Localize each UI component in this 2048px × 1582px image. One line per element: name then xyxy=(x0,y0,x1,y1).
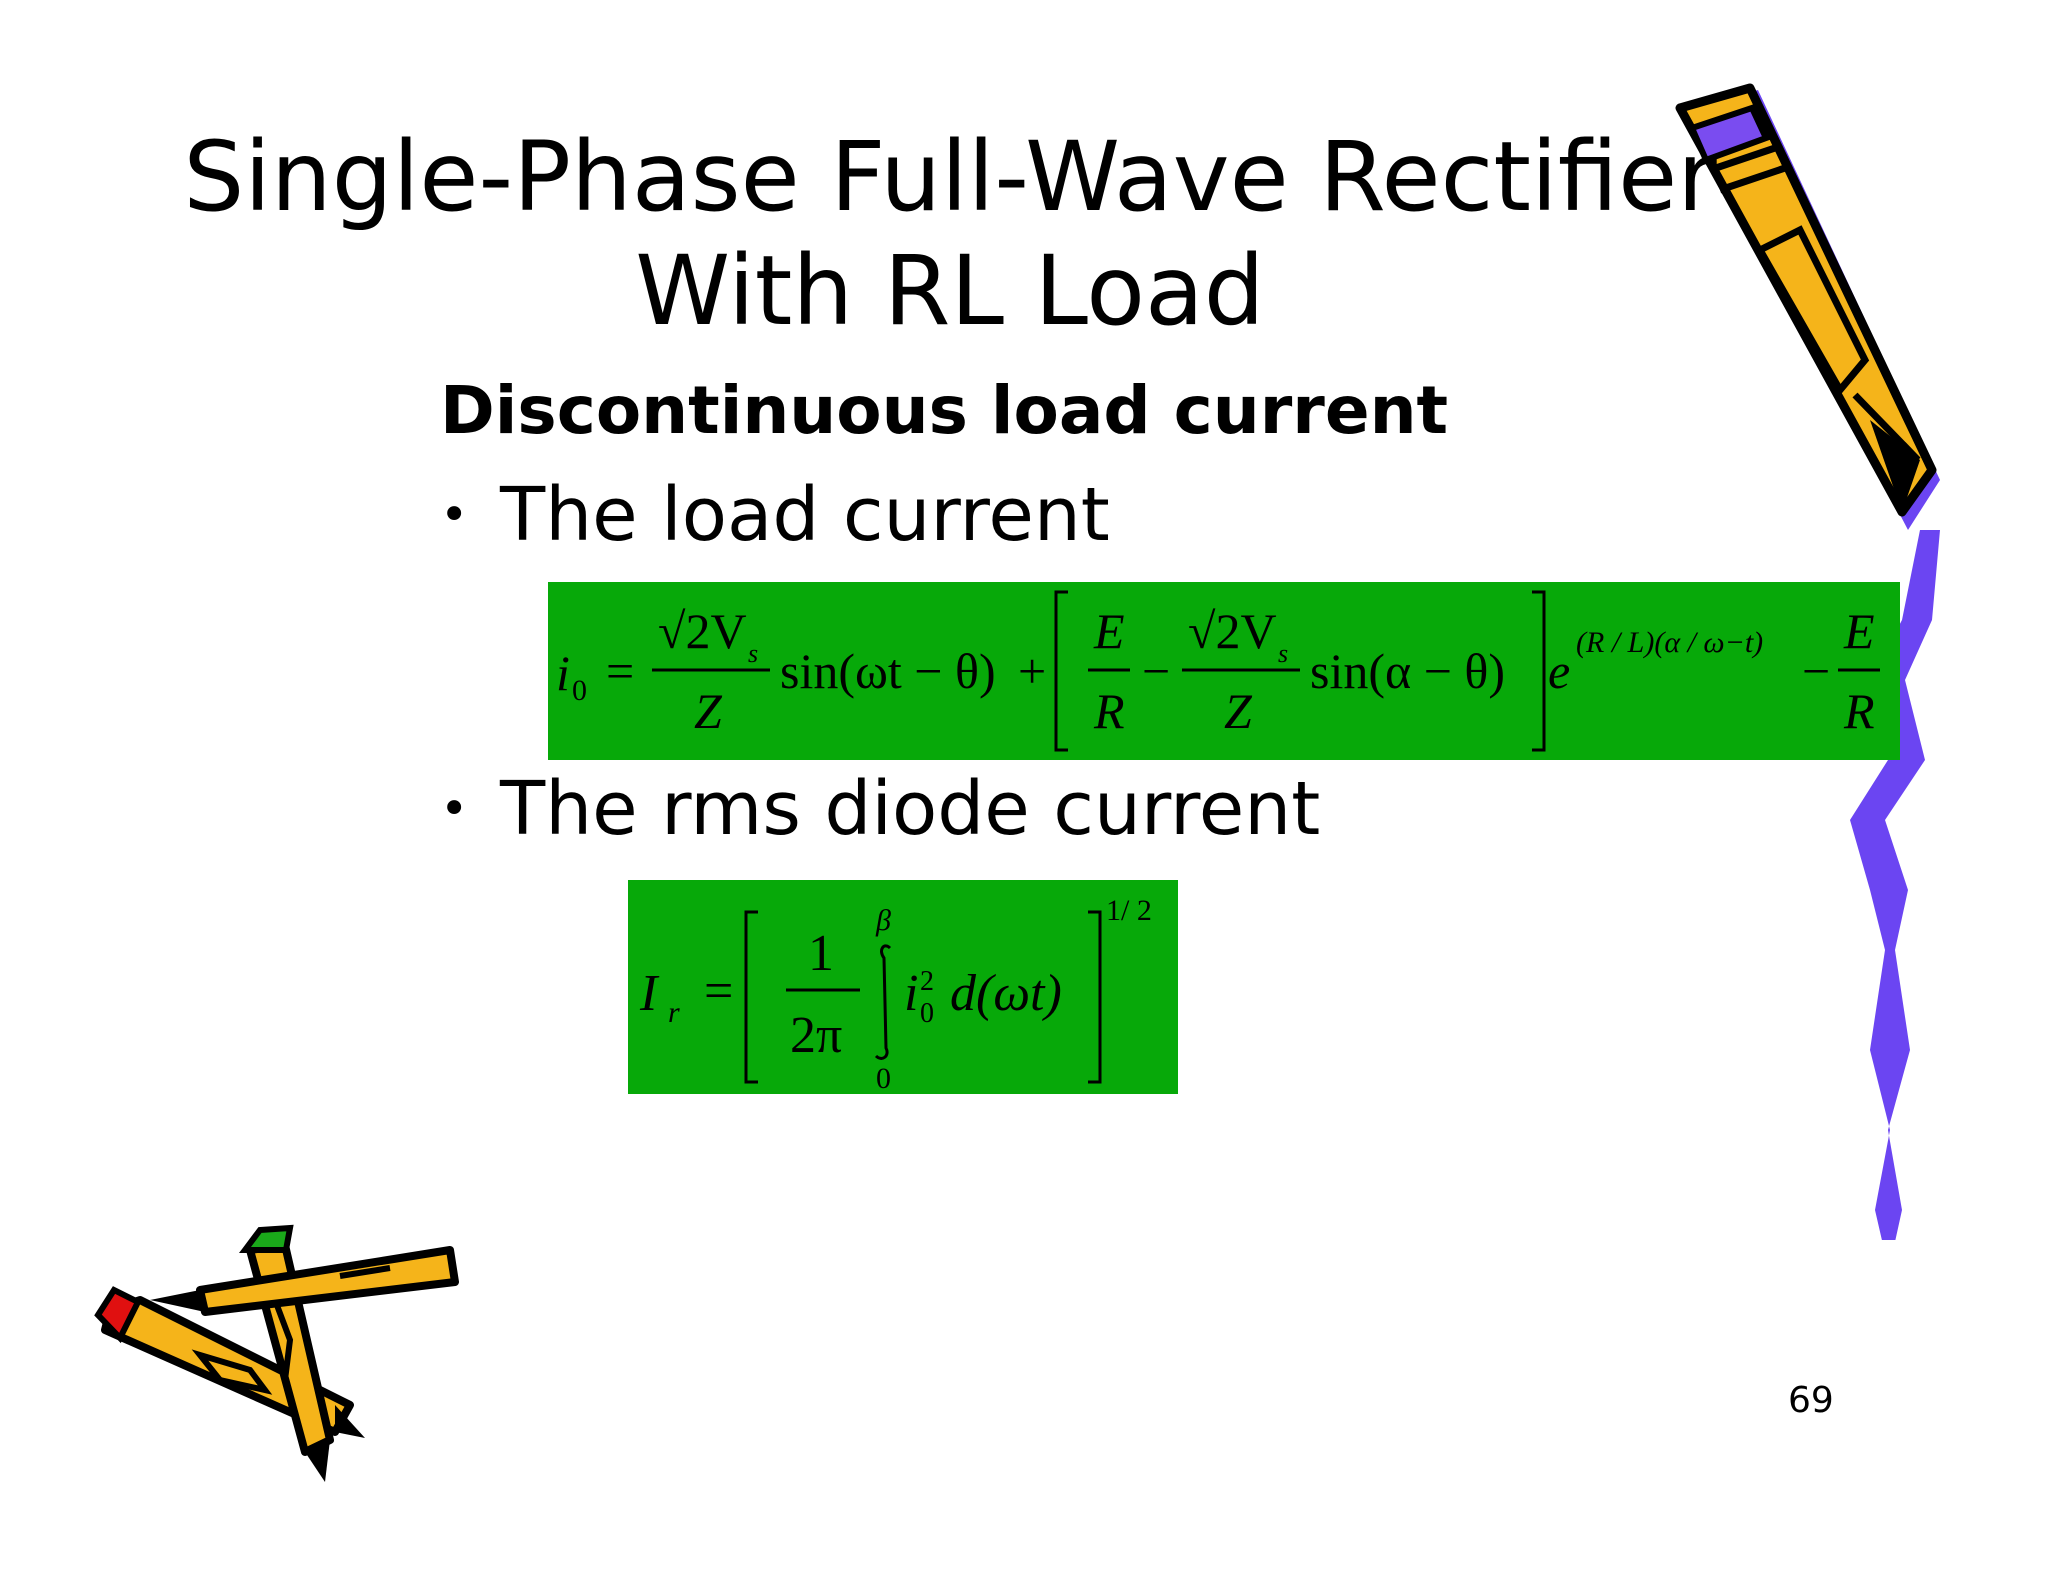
bullet-text: The rms diode current xyxy=(500,766,1321,852)
bullet-icon: • xyxy=(440,487,469,543)
eq1-exp-base: e xyxy=(1548,643,1570,699)
eq2-integrand: i xyxy=(904,965,918,1022)
eq1-minus2: − xyxy=(1802,643,1830,699)
eq2-integrand-sup: 2 xyxy=(920,966,934,997)
eq2-eq: = xyxy=(704,963,733,1020)
title-line-2: With RL Load xyxy=(635,235,1265,347)
eq2-upper-limit: β xyxy=(875,904,891,937)
eq1-lhs-sub: 0 xyxy=(572,674,587,707)
eq1-frac1-num: √2V xyxy=(658,603,747,659)
bullet-icon: • xyxy=(440,781,469,837)
rms-current-equation: I r = 1 2π β 0 i 2 0 d(ωt) 1/ 2 xyxy=(628,880,1178,1095)
eq1-eq: = xyxy=(606,643,634,699)
eq1-minus: − xyxy=(1142,643,1170,699)
eq2-lhs-sub: r xyxy=(668,996,680,1029)
eq1-frac2-num: √2V xyxy=(1188,603,1277,659)
subheading: Discontinuous load current xyxy=(440,372,1449,449)
eq2-lhs: I xyxy=(639,965,660,1022)
crossed-pencils-clipart xyxy=(94,1224,459,1482)
eq1-R: R xyxy=(1093,683,1125,739)
load-current-equation: i 0 = √2V s Z sin(ωt − θ) + E R − √2V s … xyxy=(548,582,1900,760)
squiggle-line xyxy=(1850,530,1940,1240)
bullet-load-current: • The load current xyxy=(440,472,1110,558)
title-line-1: Single-Phase Full-Wave Rectifier xyxy=(183,121,1717,233)
eq1-exponent: (R / L)(α / ω−t) xyxy=(1576,626,1763,659)
eq1-frac1-num-sub: s xyxy=(748,639,758,668)
eq1-plus: + xyxy=(1018,643,1046,699)
eq2-frac-num: 1 xyxy=(808,925,834,982)
eq1-term1: sin(ωt − θ) xyxy=(780,643,996,699)
eq2-power: 1/ 2 xyxy=(1106,894,1152,927)
eq1-frac2-num-sub: s xyxy=(1278,639,1288,668)
eq1-R2: R xyxy=(1843,683,1875,739)
eq2-lower-limit: 0 xyxy=(876,1062,891,1094)
bullet-rms-current: • The rms diode current xyxy=(440,766,1320,852)
eq2-frac-den: 2π xyxy=(790,1007,842,1064)
eq1-term2: sin(α − θ) xyxy=(1310,643,1505,699)
eq1-lhs: i xyxy=(556,645,570,701)
slide-title: Single-Phase Full-Wave Rectifier With RL… xyxy=(0,120,1900,348)
eq1-E2: E xyxy=(1843,603,1875,659)
eq2-differential: d(ωt) xyxy=(950,965,1062,1022)
page-number: 69 xyxy=(1788,1380,1834,1421)
eq1-frac1-den: Z xyxy=(694,683,723,739)
pencil-clipart-large xyxy=(1675,83,1940,1240)
eq1-frac2-den: Z xyxy=(1224,683,1253,739)
eq1-E: E xyxy=(1093,603,1125,659)
eq2-integrand-sub: 0 xyxy=(920,998,934,1029)
bullet-text: The load current xyxy=(500,472,1110,558)
